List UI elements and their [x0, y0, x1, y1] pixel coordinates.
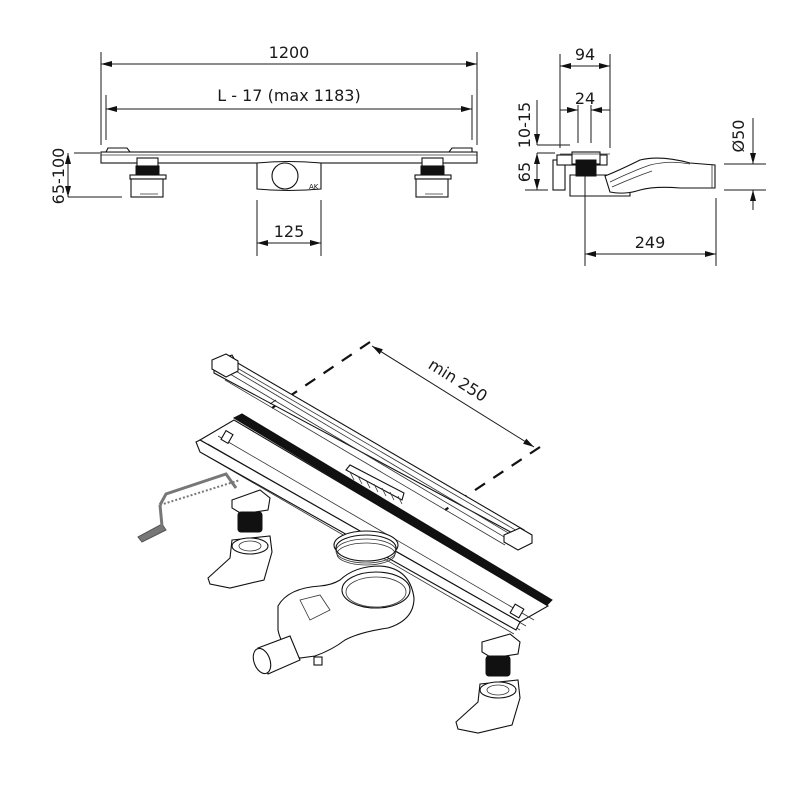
front-view: AK [65, 52, 478, 256]
grate-clip [345, 464, 405, 505]
min-distance-label: min 250 [425, 355, 491, 406]
dim-channel-length: L - 17 (max 1183) [217, 86, 360, 105]
svg-text:AK: AK [309, 183, 319, 191]
adjustable-foot-right [455, 633, 521, 734]
exploded-view [137, 341, 553, 734]
trap-body-with-outlet [252, 565, 415, 675]
hacksaw-icon [137, 472, 241, 543]
dim-outlet-diameter: Ø50 [729, 120, 748, 153]
dim-outlet-width: 125 [274, 222, 305, 241]
adjustable-foot-left [207, 489, 273, 589]
siphon-insert [333, 530, 399, 566]
dim-overall-length: 1200 [269, 43, 310, 62]
grate-profile [211, 353, 533, 551]
dim-grate-width: 24 [575, 89, 595, 108]
dim-grate-adjust: 10-15 [515, 102, 534, 149]
dim-width: 94 [575, 45, 595, 64]
dim-outlet-length: 249 [635, 233, 666, 252]
side-view [525, 54, 766, 266]
dim-height-range: 65-100 [49, 148, 68, 205]
dim-body-height: 65 [515, 162, 534, 182]
